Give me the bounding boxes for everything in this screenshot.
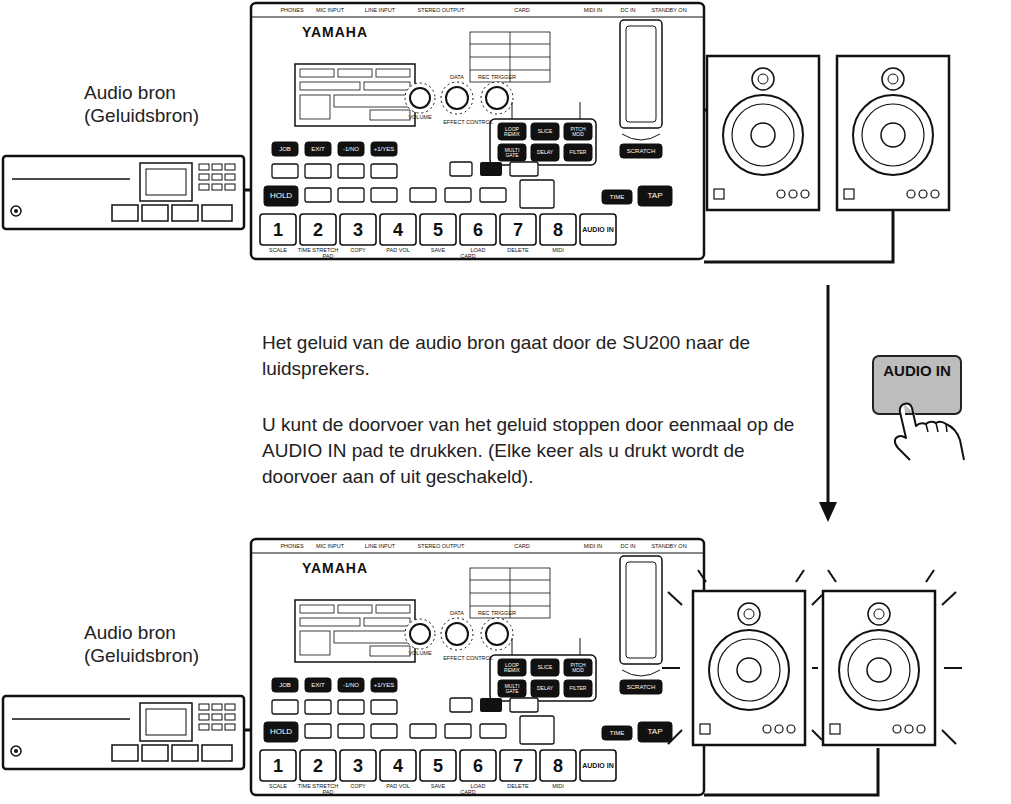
button-label: DELAY <box>531 144 559 161</box>
panel-label: PAD VOL <box>378 247 418 254</box>
panel-label: SCALE <box>258 783 298 790</box>
sampler-panel: YAMAHA PHONESMIC INPUT LINE INPUT STEREO OU… <box>250 2 705 260</box>
panel-label: LINE INPUT <box>358 6 402 16</box>
panel-label: CARD <box>448 253 488 260</box>
button-label: TIME <box>602 726 632 740</box>
panel-label: STANDBY ON <box>644 6 694 16</box>
pad-label: 3 <box>340 214 376 245</box>
pad-label: 3 <box>340 750 376 781</box>
panel-label: DC IN <box>614 6 642 16</box>
button-label: DELAY <box>531 680 559 697</box>
audio-in-pad: AUDIO IN <box>872 355 962 415</box>
button-label: TAP <box>638 722 672 742</box>
brand-logo: YAMAHA <box>290 24 380 40</box>
button-label: -1/NO <box>338 678 364 692</box>
brand-logo: YAMAHA <box>290 560 380 576</box>
button-label: PITCH MOD <box>564 659 592 676</box>
button-label: PITCH MOD <box>564 123 592 140</box>
panel-label: PHONES <box>276 542 308 552</box>
panel-label: SCALE <box>258 247 298 254</box>
explanation-text: Het geluid van de audio bron gaat door d… <box>262 330 802 382</box>
panel-label: CARD <box>508 6 536 16</box>
button-label: HOLD <box>264 186 298 206</box>
panel-label: DATA <box>440 610 474 618</box>
source-label: Audio bron (Geluidsbron) <box>84 622 234 668</box>
panel-label: COPY <box>338 247 378 254</box>
button-label: -1/NO <box>338 142 364 156</box>
button-label: EXIT <box>305 142 331 156</box>
panel-label: PHONES <box>276 6 308 16</box>
panel-label: CARD <box>508 542 536 552</box>
pad-label: 7 <box>500 750 536 781</box>
source-label: Audio bron (Geluidsbron) <box>84 82 234 128</box>
panel-label: STEREO OUTPUT <box>410 542 472 552</box>
pad-label: 1 <box>260 750 296 781</box>
button-label: +1/YES <box>371 142 397 156</box>
panel-label: MIDI IN <box>576 542 610 552</box>
button-label: MULTI GATE <box>498 144 526 161</box>
button-label: LOOP REMIX <box>498 659 526 676</box>
panel-label: COPY <box>338 783 378 790</box>
panel-label: STANDBY ON <box>644 542 694 552</box>
panel-label: MIDI <box>538 247 578 254</box>
button-label: LOOP REMIX <box>498 123 526 140</box>
pad-label: AUDIO IN <box>580 750 616 781</box>
panel-label: SAVE <box>418 247 458 254</box>
button-label: JOB <box>272 142 298 156</box>
pad-label: 6 <box>460 750 496 781</box>
panel-label: MIDI <box>538 783 578 790</box>
button-label: FILTER <box>564 144 592 161</box>
panel-label: REC TRIGGER <box>474 74 520 82</box>
panel-label: DELETE <box>498 783 538 790</box>
panel-label: CARD <box>448 789 488 796</box>
panel-label: MIC INPUT <box>310 6 350 16</box>
panel-label: EFFECT CONTROL <box>446 115 490 131</box>
panel-label: PAD VOL <box>378 783 418 790</box>
panel-label: REC TRIGGER <box>474 610 520 618</box>
panel-label: VOLUME <box>400 114 440 122</box>
panel-label: VOLUME <box>400 650 440 658</box>
pad-label: 7 <box>500 214 536 245</box>
panel-label: DATA <box>440 74 474 82</box>
panel-label: STEREO OUTPUT <box>410 6 472 16</box>
button-label: JOB <box>272 678 298 692</box>
panel-label: LINE INPUT <box>358 542 402 552</box>
pad-label: 8 <box>540 214 576 245</box>
pad-label: 2 <box>300 750 336 781</box>
button-label: SCRATCH <box>620 680 662 694</box>
pad-label: 2 <box>300 214 336 245</box>
pad-label: 1 <box>260 214 296 245</box>
panel-label: PAD <box>308 253 348 260</box>
panel-label: PAD <box>308 789 348 796</box>
panel-label: MIC INPUT <box>310 542 350 552</box>
button-label: HOLD <box>264 722 298 742</box>
pad-label: 6 <box>460 214 496 245</box>
pad-caption: AUDIO IN <box>882 363 952 380</box>
pad-label: 5 <box>420 750 456 781</box>
button-label: EXIT <box>305 678 331 692</box>
button-label: SCRATCH <box>620 144 662 158</box>
panel-label: SAVE <box>418 783 458 790</box>
pointing-hand <box>890 402 1011 462</box>
button-label: SLICE <box>531 123 559 140</box>
button-label: +1/YES <box>371 678 397 692</box>
pad-label: 8 <box>540 750 576 781</box>
button-label: FILTER <box>564 680 592 697</box>
pad-label: 5 <box>420 214 456 245</box>
button-label: MULTI GATE <box>498 680 526 697</box>
sampler-panel: YAMAHA PHONESMIC INPUT LINE INPUT STEREO OU… <box>250 538 705 796</box>
button-label: TAP <box>638 186 672 206</box>
pad-label: 4 <box>380 214 416 245</box>
pad-label: AUDIO IN <box>580 214 616 245</box>
panel-label: DELETE <box>498 247 538 254</box>
panel-label: DC IN <box>614 542 642 552</box>
button-label: TIME <box>602 190 632 204</box>
explanation-text: U kunt de doorvoer van het geluid stoppe… <box>262 412 822 491</box>
panel-label: EFFECT CONTROL <box>446 651 490 667</box>
panel-label: MIDI IN <box>576 6 610 16</box>
pad-label: 4 <box>380 750 416 781</box>
button-label: SLICE <box>531 659 559 676</box>
